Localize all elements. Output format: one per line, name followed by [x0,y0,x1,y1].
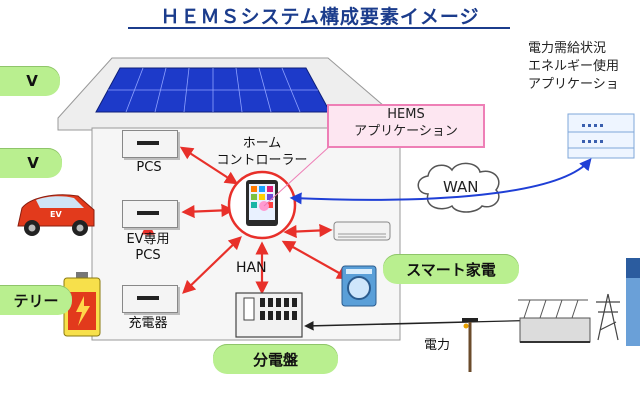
solar-panel [95,67,331,113]
smart-appliances-pill: スマート家電 [383,254,519,284]
server-illustration [567,113,635,159]
ev-badge: EV [50,210,62,219]
air-conditioner-illustration [333,221,391,241]
distribution-board-pill: 分電盤 [213,344,338,374]
ev-pcs-label-1: EV専用 [126,232,170,247]
hems-app-label-2: アプリケーション [354,124,458,139]
hems-application-box: HEMS アプリケーション [327,104,485,148]
hems-app-label-1: HEMS [387,107,425,122]
pill-battery: テリー [0,285,72,315]
battery-illustration [63,272,101,337]
home-controller [227,145,331,240]
wan-arrow [289,158,592,205]
distribution-board-label: 分電盤 [252,350,298,369]
building-illustration [626,258,640,346]
energy-info-text: 電力需給状況 エネルギー使用 アプリケーショ [528,40,640,94]
pill-ev: V [0,148,62,178]
smart-appliances-label: スマート家電 [406,260,496,279]
title-underline [128,27,510,29]
ev-car-illustration [17,194,95,236]
info-line-1: 電力需給状況 [528,41,607,56]
power-line [304,318,549,372]
ev-pcs-device [122,200,178,228]
pill-battery-label: テリー [13,291,59,310]
page-title: ＨＥＭＳシステム構成要素イメージ [160,6,480,28]
power-label: 電力 [424,338,451,353]
transmission-tower-illustration [596,293,620,341]
wan-label: WAN [443,178,479,196]
pcs-device [122,130,178,158]
han-label: HAN [236,260,267,276]
distribution-board-illustration [235,292,303,338]
charger-device [122,285,178,313]
pill-pv: V [0,66,60,96]
pill-ev-label: V [27,154,39,172]
han-arrows [141,146,351,295]
pcs-label: PCS [136,160,162,175]
ev-pcs-label-2: PCS [135,248,161,263]
substation-illustration [518,299,591,343]
controller-label-1: ホーム [242,136,282,151]
pill-pv-label: V [26,72,38,90]
charger-label: 充電器 [128,316,168,331]
info-line-3: アプリケーショ [528,77,619,92]
washing-machine-illustration [341,265,377,307]
controller-label-2: コントローラー [216,153,308,168]
info-line-2: エネルギー使用 [528,59,620,74]
